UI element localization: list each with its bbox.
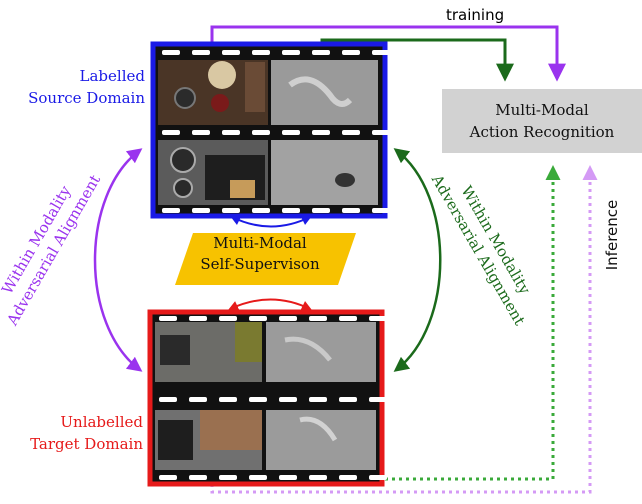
labelled-label-line2: Source Domain (28, 89, 145, 107)
film-perforation (162, 50, 180, 55)
film-perforation (162, 130, 180, 135)
target-domain-video (147, 309, 385, 487)
self-supervision-line2: Self-Supervison (200, 255, 320, 273)
film-perforation (249, 316, 267, 321)
right-adversarial-arrow (393, 148, 442, 372)
film-perforation (159, 316, 177, 321)
film-perforation (192, 50, 210, 55)
film-perforation (252, 130, 270, 135)
film-perforation (372, 130, 390, 135)
action-recognition-line1: Multi-Modal (495, 101, 589, 119)
action-recognition-box: Multi-Modal Action Recognition (442, 89, 642, 153)
film-perforation (339, 316, 357, 321)
film-perforation (189, 316, 207, 321)
film-perforation (222, 130, 240, 135)
film-perforation (279, 397, 297, 402)
self-supervision-line1: Multi-Modal (213, 234, 307, 252)
inference-label: Inference (603, 199, 621, 271)
film-perforation (312, 208, 330, 213)
film-perforation (249, 475, 267, 480)
action-recognition-line2: Action Recognition (469, 123, 615, 141)
film-perforation (279, 316, 297, 321)
film-perforation (219, 316, 237, 321)
film-perforation (342, 50, 360, 55)
ss-to-target-arrow (228, 298, 312, 311)
film-perforation (222, 208, 240, 213)
film-perforation (342, 208, 360, 213)
inference-arrow-green (385, 165, 561, 481)
film-perforation (189, 397, 207, 402)
self-supervision-label: Multi-Modal Self-Supervison (180, 233, 340, 275)
film-perforation (342, 130, 360, 135)
left-adversarial-arrow (93, 148, 143, 372)
film-perforation (222, 50, 240, 55)
film-perforation (159, 397, 177, 402)
film-perforation (282, 208, 300, 213)
film-perforation (309, 397, 327, 402)
film-perforation (192, 208, 210, 213)
film-perforation (339, 397, 357, 402)
training-arrow-purple (210, 25, 566, 82)
film-perforation (219, 475, 237, 480)
source-to-ss-arrow (230, 216, 312, 228)
film-perforation (159, 475, 177, 480)
film-perforation (162, 208, 180, 213)
film-perforation (369, 475, 387, 480)
film-perforation (369, 397, 387, 402)
film-perforation (312, 50, 330, 55)
inference-arrow-purple (210, 165, 598, 494)
film-perforation (249, 397, 267, 402)
film-perforation (309, 316, 327, 321)
film-perforation (252, 208, 270, 213)
source-domain-video (150, 41, 388, 219)
film-perforation (282, 130, 300, 135)
unlabelled-label-line1: Unlabelled (60, 413, 143, 431)
self-supervision-box (175, 233, 356, 285)
film-perforation (252, 50, 270, 55)
film-perforation (189, 475, 207, 480)
film-perforation (192, 130, 210, 135)
film-perforation (372, 208, 390, 213)
film-perforation (282, 50, 300, 55)
film-perforation (369, 316, 387, 321)
film-perforation (279, 475, 297, 480)
training-label: training (446, 6, 505, 24)
unlabelled-label-line2: Target Domain (30, 435, 143, 453)
film-perforation (309, 475, 327, 480)
film-perforation (372, 50, 390, 55)
film-perforation (312, 130, 330, 135)
film-perforation (219, 397, 237, 402)
labelled-label-line1: Labelled (79, 67, 145, 85)
film-perforation (339, 475, 357, 480)
